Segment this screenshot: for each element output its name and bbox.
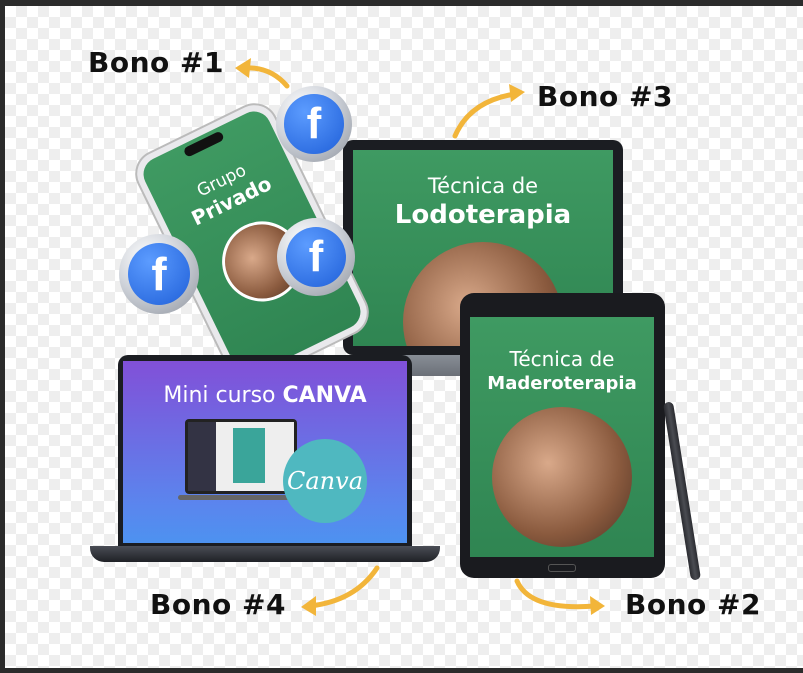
- arrow-bono-4: [307, 565, 380, 609]
- arrows: [235, 58, 605, 616]
- facebook-icon: f: [276, 86, 352, 162]
- bono-3-label: Bono #3: [537, 80, 673, 113]
- laptop-canva: Mini curso CANVA Canva: [118, 355, 412, 547]
- bono-4-label: Bono #4: [150, 588, 286, 621]
- mini-laptop: [185, 419, 297, 494]
- tablet-line1: Técnica de: [509, 347, 615, 371]
- arrow-bono-2: [514, 578, 598, 610]
- maderoterapia-photo: [492, 407, 632, 547]
- facebook-icon: f: [277, 218, 355, 296]
- promo-graphic: Bono #1 Bono #3 Bono #4 Bono #2 Técnica …: [5, 6, 803, 668]
- tablet-line2: Maderoterapia: [487, 373, 637, 394]
- screen-subtitle: Técnica de: [427, 174, 539, 198]
- canva-screen: Mini curso CANVA Canva: [123, 361, 407, 543]
- screen-title: Lodoterapia: [394, 200, 572, 230]
- facebook-icon: f: [119, 234, 199, 314]
- canva-title: Mini curso CANVA: [163, 383, 367, 408]
- tablet-screen: Técnica de Maderoterapia: [470, 317, 654, 557]
- phone-notch: [182, 130, 225, 158]
- home-button: [548, 564, 576, 572]
- bono-2-label: Bono #2: [625, 588, 761, 621]
- tablet: Técnica de Maderoterapia: [460, 293, 665, 578]
- laptop-canva-base: [90, 546, 440, 562]
- arrow-bono-3: [452, 91, 518, 139]
- canva-logo: Canva: [283, 439, 367, 523]
- bono-1-label: Bono #1: [88, 46, 224, 79]
